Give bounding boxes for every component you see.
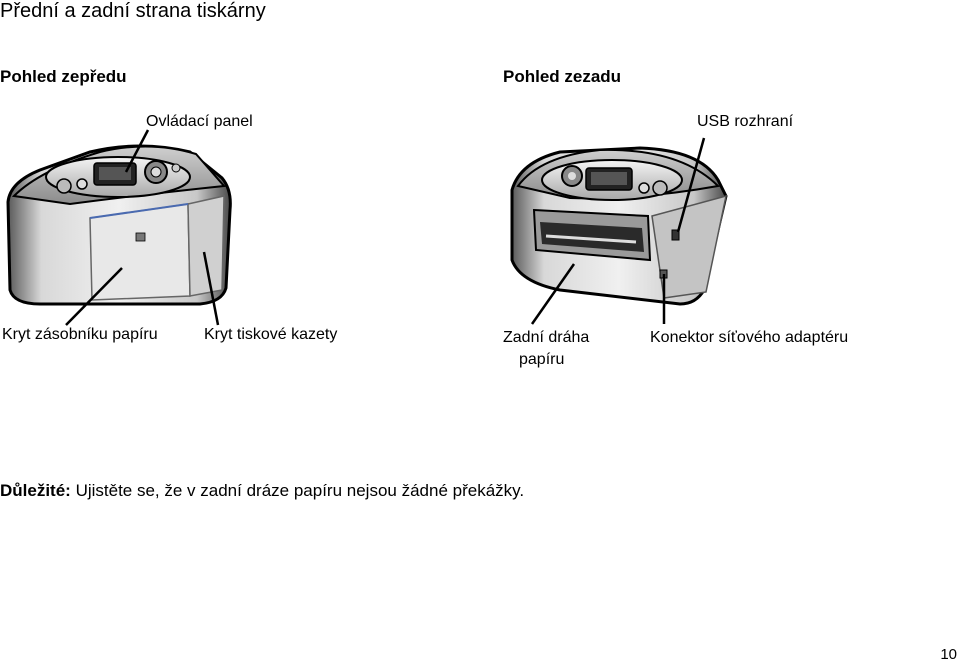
label-cartridge-cover: Kryt tiskové kazety — [204, 326, 338, 343]
label-usb-port: USB rozhraní — [697, 113, 794, 130]
important-note: Důležité: Ujistěte se, že v zadní dráze … — [0, 481, 524, 501]
printer-illustrations — [6, 129, 728, 326]
important-text: Ujistěte se, že v zadní dráze papíru nej… — [70, 481, 525, 500]
rear-printer-image — [510, 137, 728, 325]
label-paper-tray-cover: Kryt zásobníku papíru — [2, 326, 158, 343]
label-rear-paper-path: Zadní dráha — [503, 329, 590, 346]
label-power-connector: Konektor síťového adaptéru — [650, 329, 849, 346]
important-label: Důležité: — [0, 481, 71, 500]
page-number: 10 — [940, 646, 957, 663]
rear-view-heading: Pohled zezadu — [503, 67, 622, 86]
front-view-heading: Pohled zepředu — [0, 67, 127, 86]
label-rear-paper-path-line2: papíru — [519, 351, 565, 368]
front-printer-image — [6, 129, 232, 326]
page-title: Přední a zadní strana tiskárny — [0, 0, 266, 22]
label-control-panel: Ovládací panel — [146, 113, 253, 130]
